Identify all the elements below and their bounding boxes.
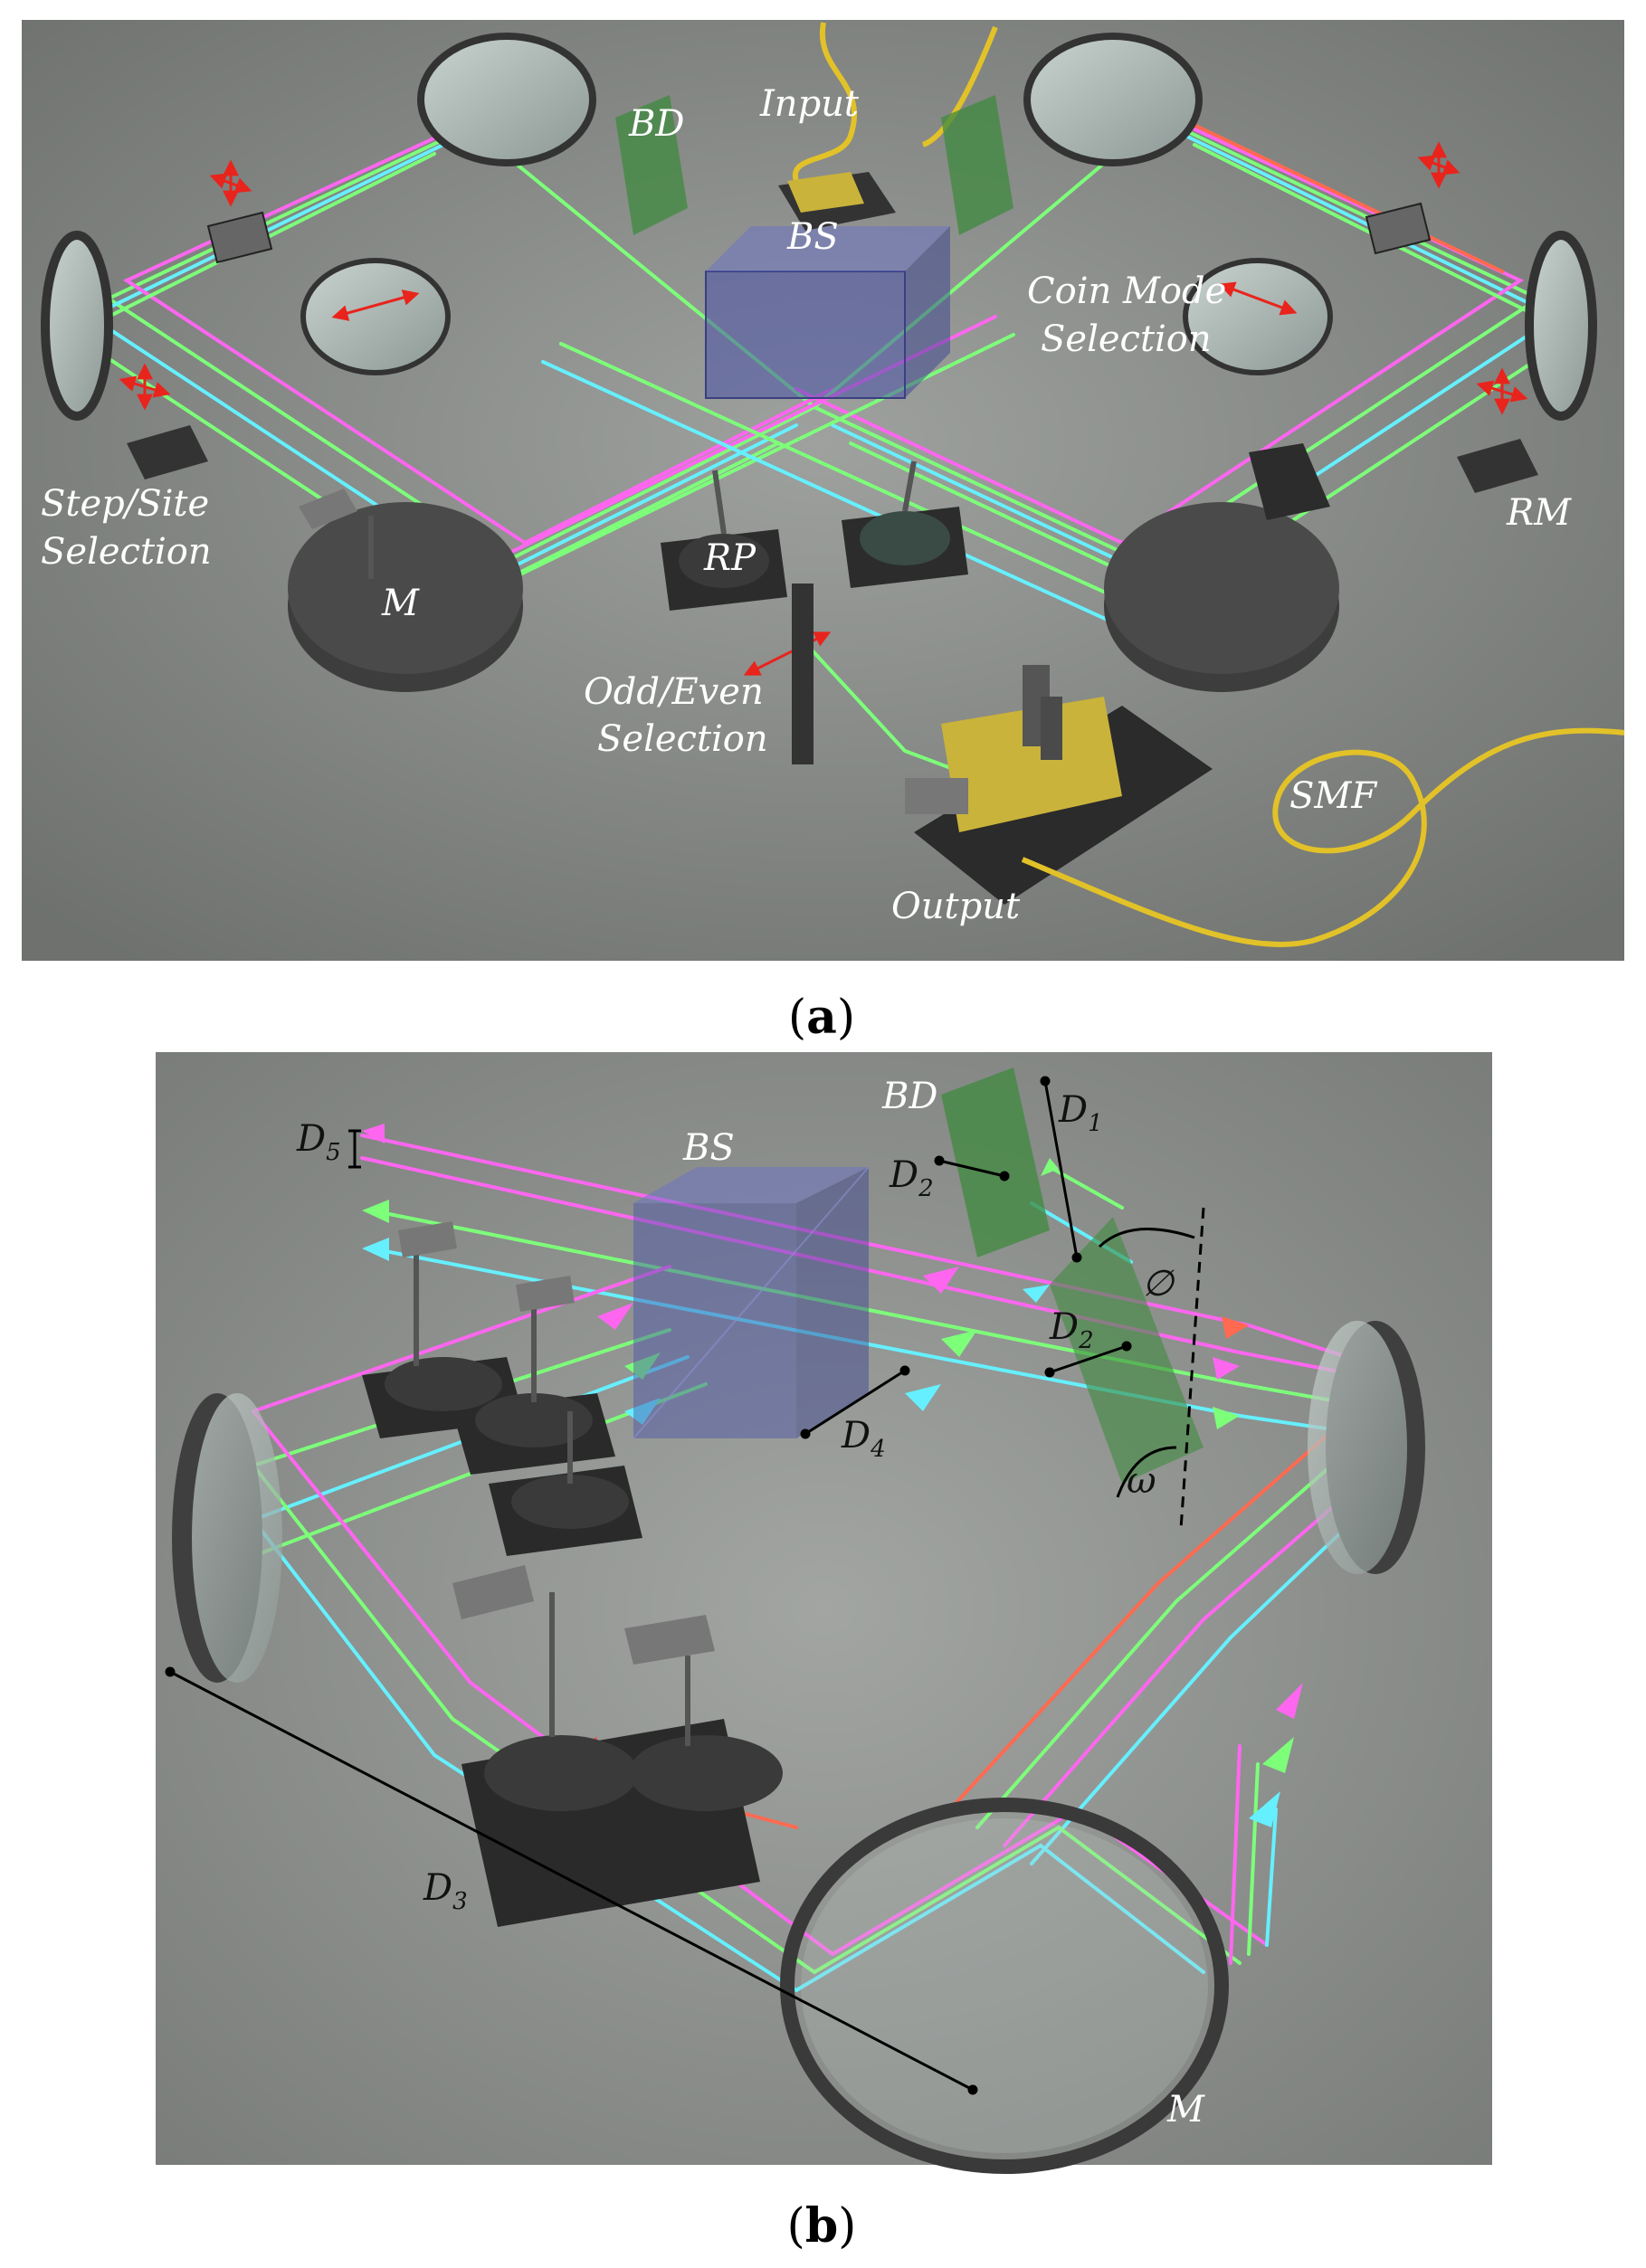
label-step-site-2: Selection <box>41 531 212 573</box>
beam-b-magenta-up <box>1229 1744 1242 1965</box>
panel-a-pickoff-left <box>206 211 273 264</box>
dim-d2a-line <box>938 1159 1005 1178</box>
dim-d4-line <box>804 1369 906 1436</box>
label-m-b: M <box>1166 2089 1205 2130</box>
label-d1: D1 <box>1058 1089 1103 1137</box>
panel-a-mirror-bottom-left <box>288 502 523 692</box>
panel-b-mirror-left <box>172 1393 282 1683</box>
label-rp: RP <box>703 537 756 579</box>
label-coin-mode-2: Selection <box>1041 318 1212 360</box>
panel-a-mirror-top-left <box>417 33 596 166</box>
beam-cyan-left-loop <box>86 138 798 582</box>
label-d3: D3 <box>423 1867 468 1915</box>
label-rm: RM <box>1506 492 1572 534</box>
panel-a-rm-block <box>1457 439 1538 493</box>
beam-magenta-right-loop <box>794 102 1525 546</box>
label-odd-even-1: Odd/Even <box>584 671 764 713</box>
panel-a-input-fiber <box>792 22 858 182</box>
beam-cyan-right-loop <box>831 129 1561 582</box>
panel-a-bd-right <box>941 95 1013 235</box>
label-d5: D5 <box>296 1118 341 1166</box>
beam-b-green-up <box>1247 1762 1260 1956</box>
dim-d2b-line <box>1049 1344 1127 1374</box>
panel-a-odd-even-plate <box>792 584 813 764</box>
panel-a-pickoff-right <box>1365 202 1432 255</box>
panel-b-dimensions <box>165 1076 1205 2095</box>
beam-cyan-cross <box>541 360 1178 653</box>
label-coin-mode-1: Coin Mode <box>1027 270 1226 312</box>
panel-b-mirror-right <box>1308 1321 1425 1574</box>
panel-b-beam-splitter <box>633 1166 870 1439</box>
panel-a: BD Input BS Coin Mode Selection Step/Sit… <box>22 20 1625 961</box>
label-bd-a: BD <box>628 103 684 145</box>
panel-a-output-mount <box>905 665 1213 905</box>
panel-a-beam-splitter <box>705 226 950 399</box>
panel-a-rotation-plates <box>299 443 1330 611</box>
beam-b-magenta-top-2 <box>360 1156 1359 1377</box>
beam-b-cyan-grid <box>794 1843 1205 1992</box>
dim-d3-line <box>169 1670 974 2092</box>
label-d2-a: D2 <box>889 1154 934 1202</box>
panel-a-mirror-bottom-right <box>1104 502 1339 692</box>
panel-a-mirror-top-right <box>1023 33 1203 166</box>
label-bs-a: BS <box>786 216 839 258</box>
beam-green-cross-2 <box>559 342 1196 635</box>
label-bd-b: BD <box>881 1076 937 1117</box>
label-bs-b: BS <box>682 1127 735 1169</box>
arc-omega <box>1116 1446 1177 1498</box>
arc-phi <box>1098 1228 1195 1248</box>
label-output: Output <box>891 886 1021 927</box>
label-step-site-1: Step/Site <box>41 483 209 525</box>
beam-b-red-right <box>948 1391 1377 1811</box>
label-odd-even-2: Selection <box>597 718 768 760</box>
panel-a-mirror-right <box>1525 231 1597 421</box>
panel-b-mirror-m <box>780 1798 1229 2174</box>
label-d2-b: D2 <box>1049 1306 1094 1354</box>
beam-b-cyan-loop <box>252 1518 798 1992</box>
panel-a-step-mirror <box>300 258 451 375</box>
panel-a-input-mount <box>778 172 896 231</box>
panel-b: BD BS D1 D2 D2 D3 D4 D5 ∅ ω M <box>156 1052 1492 2174</box>
label-d4: D4 <box>841 1415 886 1463</box>
label-omega: ω <box>1127 1460 1156 1502</box>
panel-b-bd-1 <box>941 1068 1050 1257</box>
dim-d1-line <box>1043 1080 1079 1258</box>
label-input: Input <box>759 83 860 125</box>
panel-a-step-block <box>127 425 208 479</box>
beam-b-cyan-up <box>1265 1808 1278 1947</box>
panel-b-background <box>156 1052 1492 2165</box>
panel-a-smf-fiber <box>1021 727 1625 947</box>
beam-b-green-grid <box>813 1825 1242 1974</box>
panel-a-input-fiber-2 <box>921 25 998 147</box>
panel-a-mirror-left <box>41 231 113 421</box>
panel-a-bd-left <box>615 95 688 235</box>
panel-b-rotation-mounts <box>362 1221 783 1927</box>
label-smf: SMF <box>1289 775 1377 817</box>
beam-magenta-left-loop <box>122 111 834 546</box>
label-phi: ∅ <box>1142 1263 1175 1305</box>
caption-b: (b) <box>787 2198 857 2254</box>
label-m-a: M <box>381 583 420 624</box>
panel-a-adjust-arrows <box>119 141 1528 676</box>
caption-a: (a) <box>788 990 855 1045</box>
beam-b-magenta-left <box>252 1265 671 1413</box>
